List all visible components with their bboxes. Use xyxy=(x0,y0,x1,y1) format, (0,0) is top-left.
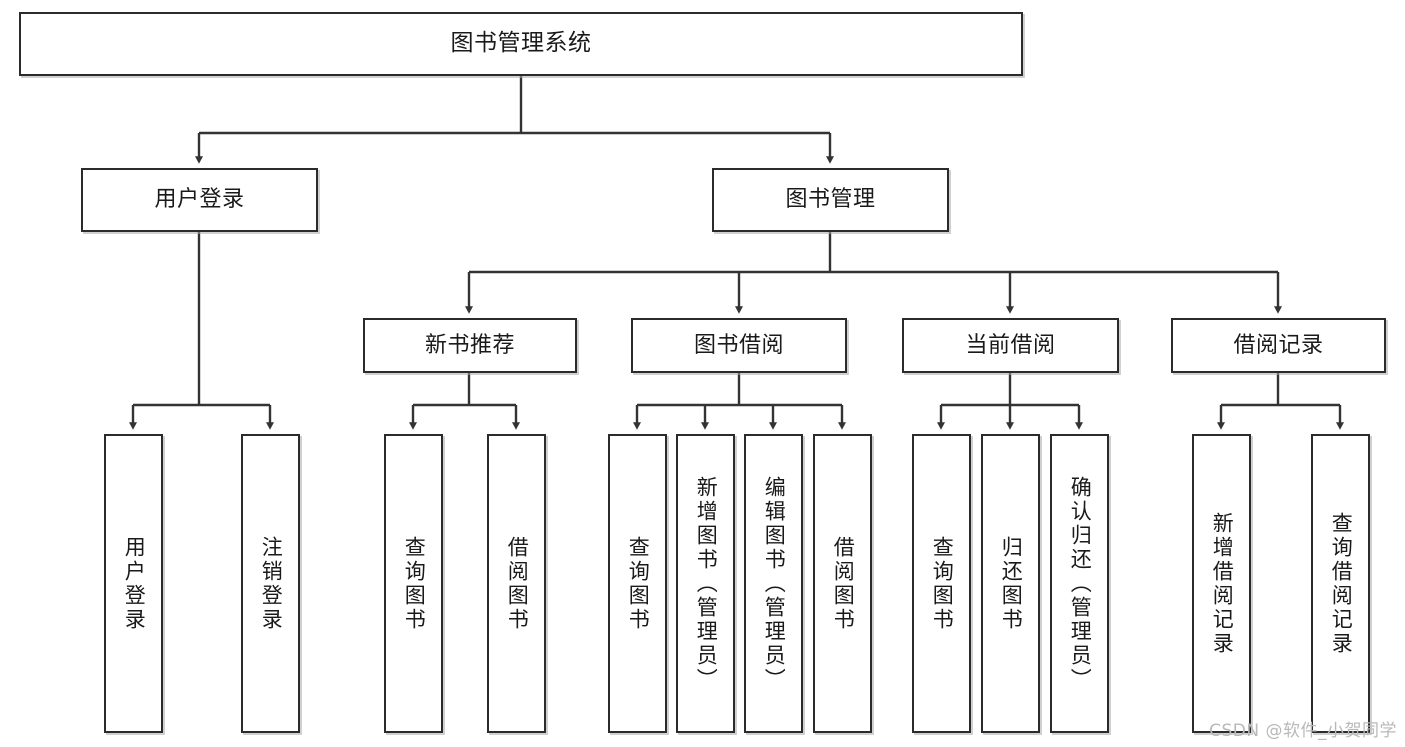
leaf-add-book-admin[interactable]: 新增图书（管理员） xyxy=(676,434,735,733)
leaf-edit-book-admin[interactable]: 编辑图书（管理员） xyxy=(744,434,803,733)
node-label: 借阅图书 xyxy=(505,535,530,632)
node-user-login[interactable]: 用户登录 xyxy=(81,168,318,232)
node-label: 用户登录 xyxy=(154,187,245,213)
leaf-user-login[interactable]: 用户登录 xyxy=(104,434,163,733)
node-label: 新增借阅记录 xyxy=(1210,511,1235,656)
leaf-query-book-borrow[interactable]: 查询图书 xyxy=(608,434,667,733)
node-book-management[interactable]: 图书管理 xyxy=(712,168,949,232)
leaf-query-borrow-record[interactable]: 查询借阅记录 xyxy=(1311,434,1370,733)
node-label: 归还图书 xyxy=(999,535,1024,632)
node-label: 编辑图书（管理员） xyxy=(762,475,787,692)
leaf-query-book-current[interactable]: 查询图书 xyxy=(912,434,971,733)
leaf-borrow-book[interactable]: 借阅图书 xyxy=(813,434,872,733)
leaf-confirm-return-admin[interactable]: 确认归还（管理员） xyxy=(1050,434,1109,733)
node-current-borrow[interactable]: 当前借阅 xyxy=(902,318,1119,373)
leaf-query-book-new[interactable]: 查询图书 xyxy=(384,434,443,733)
leaf-add-borrow-record[interactable]: 新增借阅记录 xyxy=(1192,434,1251,733)
node-label: 查询借阅记录 xyxy=(1329,511,1354,656)
leaf-borrow-book-new[interactable]: 借阅图书 xyxy=(487,434,546,733)
node-label: 图书管理系统 xyxy=(450,30,592,57)
node-label: 确认归还（管理员） xyxy=(1068,475,1093,692)
node-label: 查询图书 xyxy=(402,535,427,632)
node-label: 借阅图书 xyxy=(831,535,856,632)
node-label: 新增图书（管理员） xyxy=(694,475,719,692)
node-label: 当前借阅 xyxy=(965,332,1056,358)
node-label: 借阅记录 xyxy=(1233,332,1324,358)
leaf-return-book[interactable]: 归还图书 xyxy=(981,434,1040,733)
node-label: 查询图书 xyxy=(930,535,955,632)
node-book-borrow[interactable]: 图书借阅 xyxy=(631,318,847,373)
node-label: 新书推荐 xyxy=(424,332,515,358)
node-label: 图书借阅 xyxy=(693,332,784,358)
node-root-system[interactable]: 图书管理系统 xyxy=(19,12,1023,76)
node-label: 查询图书 xyxy=(626,535,651,632)
node-label: 图书管理 xyxy=(785,187,876,213)
node-borrow-record[interactable]: 借阅记录 xyxy=(1171,318,1386,373)
watermark-text: CSDN @软件_小贺同学 xyxy=(1209,721,1397,741)
node-label: 注销登录 xyxy=(259,535,284,632)
node-label: 用户登录 xyxy=(122,535,147,632)
node-new-book-recommend[interactable]: 新书推荐 xyxy=(363,318,577,373)
leaf-logout[interactable]: 注销登录 xyxy=(241,434,300,733)
